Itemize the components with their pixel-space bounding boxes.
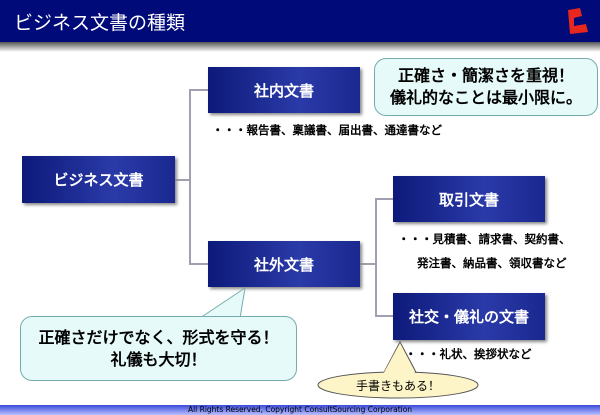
connector	[375, 198, 393, 200]
transaction-examples-2: 発注書、納品書、領収書など	[417, 256, 567, 270]
connector	[175, 179, 190, 181]
connector	[189, 89, 208, 91]
header-shadow	[0, 42, 600, 52]
footer-bar	[0, 405, 600, 415]
connector	[360, 263, 376, 265]
internal-examples: ・・・報告書、稟議書、届出書、通達書など	[212, 123, 442, 137]
copyright: All Rights Reserved, Copyright ConsultSo…	[187, 405, 413, 414]
external-callout: 正確さだけでなく、形式を守る！ 礼儀も大切！	[20, 316, 297, 381]
connector	[375, 315, 393, 317]
internal-callout: 正確さ・簡潔さを重視！ 儀礼的なことは最小限に。	[374, 58, 598, 116]
transaction-examples-1: ・・・見積書、請求書、契約書、	[398, 232, 571, 246]
connector	[189, 89, 191, 265]
root-box: ビジネス文書	[22, 156, 175, 203]
external-box: 社外文書	[208, 241, 360, 287]
connector	[189, 263, 208, 265]
transaction-box: 取引文書	[393, 176, 545, 222]
social-box: 社交・儀礼の文書	[393, 293, 545, 340]
internal-box: 社内文書	[208, 67, 360, 113]
logo-icon	[568, 8, 588, 34]
page-title: ビジネス文書の種類	[14, 12, 186, 34]
social-callout-text: 手書きもある！	[355, 379, 440, 393]
header-bar	[0, 0, 600, 42]
connector	[375, 198, 377, 316]
callout-text: 正確さ・簡潔さを重視！	[397, 66, 574, 85]
social-examples: ・・・礼状、挨拶状など	[405, 347, 532, 361]
callout-text: 正確さだけでなく、形式を守る！	[38, 327, 279, 347]
callout-text: 儀礼的なことは最小限に。	[389, 88, 582, 107]
callout-text: 礼儀も大切！	[110, 349, 207, 369]
